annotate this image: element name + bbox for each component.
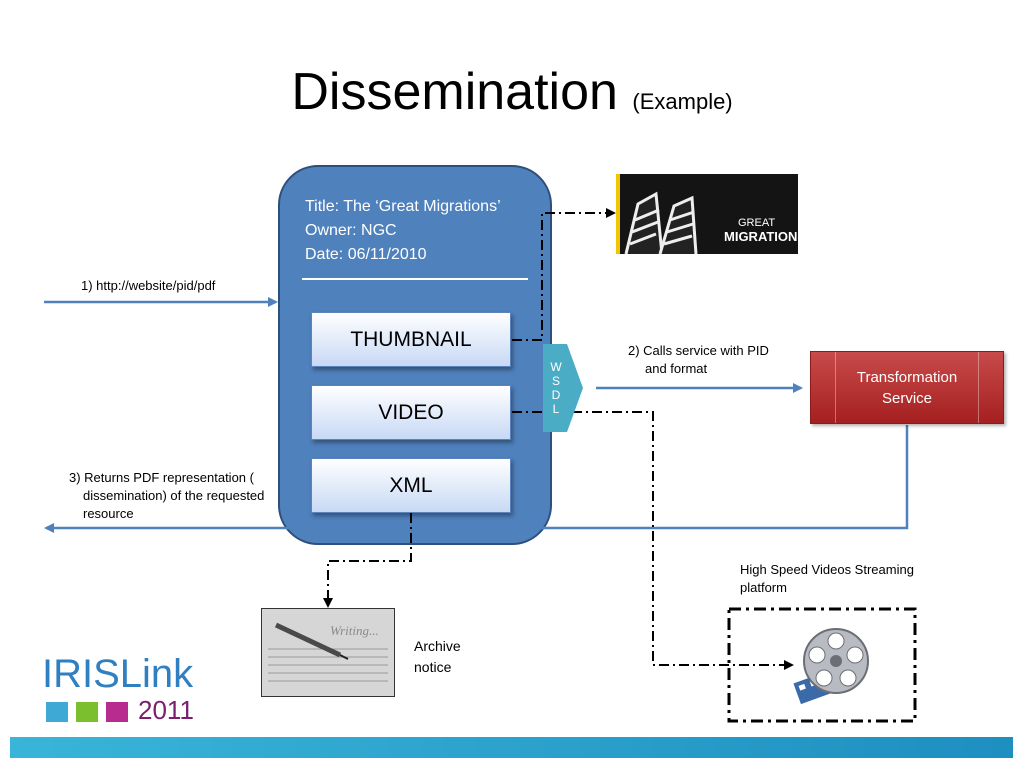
archive-image-script: Writing... <box>330 623 379 638</box>
irislink-logo-text: IRISLink <box>42 652 194 696</box>
pen-and-paper-art: Writing... <box>262 609 394 696</box>
logo-cubes-icon <box>46 702 128 722</box>
thumbnail-to-image-link <box>512 208 616 341</box>
wsdl-letter-d: D <box>551 388 561 402</box>
film-reel-icon <box>793 628 869 705</box>
streaming-platform-frame <box>727 607 917 723</box>
wsdl-letter-w: W <box>550 360 562 374</box>
streaming-label-line-2: platform <box>740 580 787 595</box>
returns-label-line-3: resource <box>83 506 134 521</box>
archive-label-line-2: notice <box>414 659 452 675</box>
streaming-label-line-1: High Speed Videos Streaming <box>740 562 914 577</box>
wsdl-letter-l: L <box>552 402 560 416</box>
slide-title: Dissemination (Example) <box>0 62 1024 122</box>
datastream-thumbnail[interactable]: THUMBNAIL <box>311 312 511 367</box>
calls-label-line-2: and format <box>645 361 708 376</box>
archive-label-line-1: Archive <box>414 638 461 654</box>
video-to-streaming-link <box>512 411 794 670</box>
transformation-service-box: Transformation Service <box>810 351 1004 424</box>
return-arrow <box>44 425 909 533</box>
wsdl-letter-s: S <box>551 374 560 388</box>
object-title-line: Title: The ‘Great Migrations’ <box>305 198 501 215</box>
transformation-line-2: Service <box>881 389 933 407</box>
returns-label-line-1: 3) Returns PDF representation ( <box>69 470 254 485</box>
irislink-logo-year: 2011 <box>138 695 194 725</box>
archive-notice-image: Writing... <box>261 608 395 697</box>
xml-to-archive-link <box>323 513 412 608</box>
ngc-image-line-1: GREAT <box>738 217 775 229</box>
title-sub-text: (Example) <box>632 89 733 114</box>
object-owner-line: Owner: NGC <box>305 222 397 239</box>
great-migrations-thumbnail-image: GREAT MIGRATIONS <box>616 174 798 254</box>
metadata-divider <box>302 278 528 280</box>
zebra-image-art: GREAT MIGRATIONS <box>616 174 798 254</box>
request-label: 1) http://website/pid/pdf <box>81 278 216 293</box>
returns-label-line-2: dissemination) of the requested <box>83 488 265 503</box>
calls-label-line-1: 2) Calls service with PID <box>628 343 769 358</box>
ngc-image-line-2: MIGRATIONS <box>724 229 798 244</box>
object-date-line: Date: 06/11/2010 <box>305 246 427 263</box>
footer-bar <box>10 737 1013 758</box>
datastream-xml[interactable]: XML <box>311 458 511 513</box>
datastream-video[interactable]: VIDEO <box>311 385 511 440</box>
transformation-line-1: Transformation <box>856 368 958 386</box>
title-main-text: Dissemination <box>291 63 618 121</box>
